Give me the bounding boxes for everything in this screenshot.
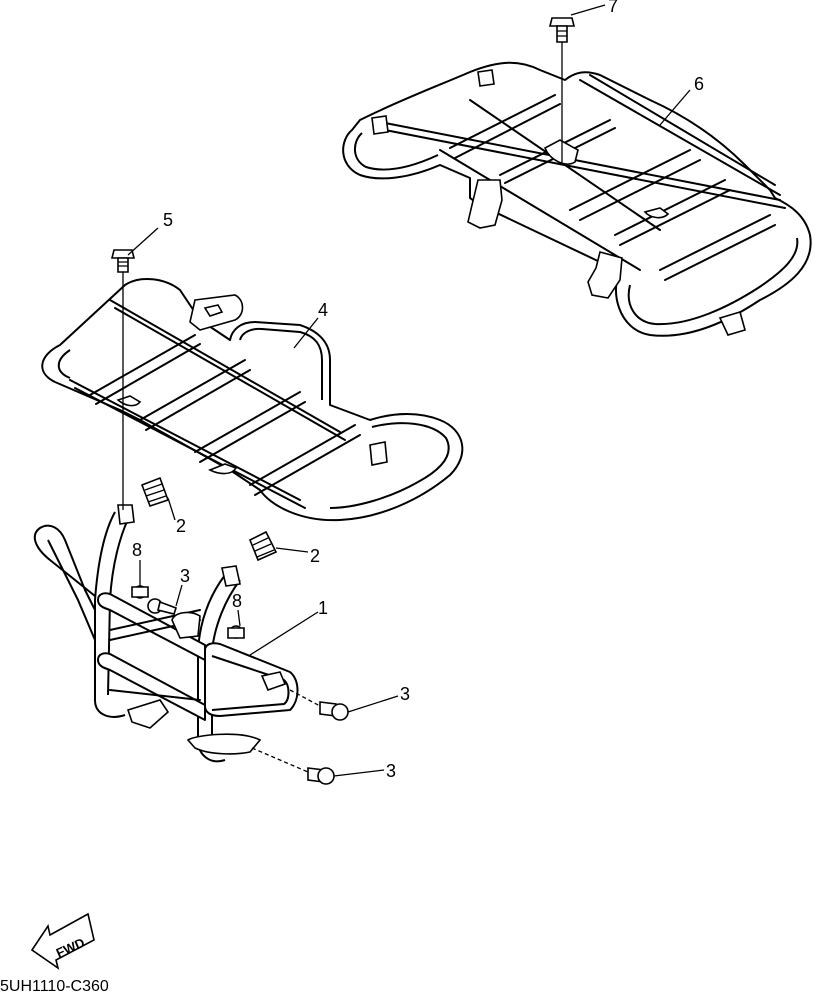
rear-carrier[interactable] — [342, 61, 812, 337]
callout-3-low: 3 — [386, 761, 396, 781]
diagram-code: 5UH1110-C360 — [0, 978, 109, 995]
bolt-5[interactable] — [110, 249, 136, 273]
bolt-8-right[interactable] — [227, 625, 245, 639]
callout-3-mid: 3 — [400, 684, 410, 704]
callout-7: 7 — [608, 0, 618, 16]
callout-2-right: 2 — [310, 546, 320, 566]
callout-8-left: 8 — [132, 540, 142, 560]
callout-4: 4 — [318, 300, 328, 320]
callout-6: 6 — [694, 74, 704, 94]
bolt-8-left[interactable] — [131, 585, 149, 599]
callout-5: 5 — [163, 210, 173, 230]
bolt-3-upper[interactable] — [147, 598, 178, 615]
damper-left[interactable] — [140, 476, 170, 508]
callout-1: 1 — [318, 598, 328, 618]
bolt-7[interactable] — [548, 17, 576, 43]
fwd-arrow-icon: FWD — [30, 912, 95, 970]
bolt-3-low[interactable] — [307, 767, 335, 785]
front-guard[interactable] — [33, 504, 299, 763]
callout-2-left: 2 — [176, 516, 186, 536]
bolt-3-mid[interactable] — [319, 701, 349, 721]
callout-8-right: 8 — [232, 591, 242, 611]
damper-right[interactable] — [248, 530, 278, 562]
front-carrier[interactable] — [41, 278, 464, 522]
leader-lines — [122, 4, 691, 777]
callout-3-upper: 3 — [180, 566, 190, 586]
